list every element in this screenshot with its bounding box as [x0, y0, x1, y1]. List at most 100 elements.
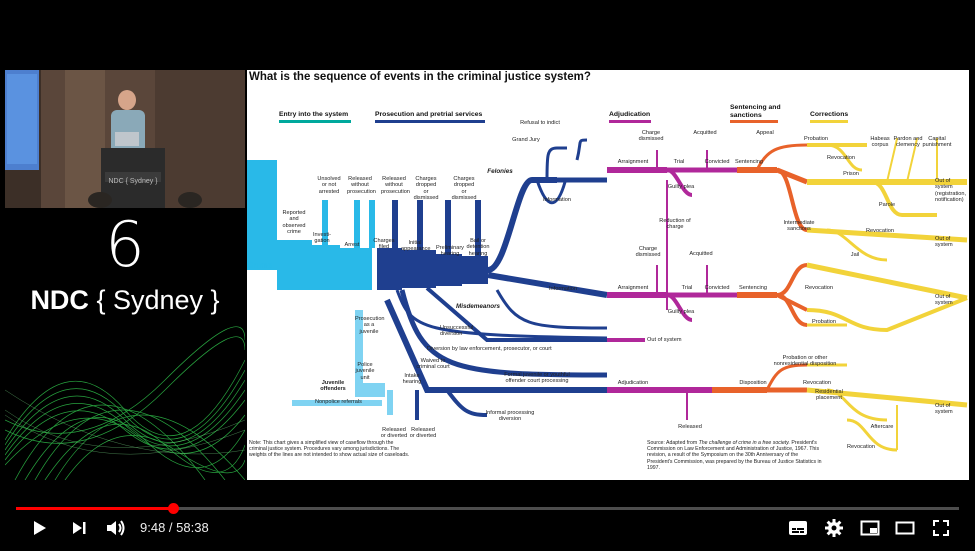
label-unsuccessful-diversion: Unsuccessful diversion — [440, 325, 474, 338]
label-arraignment-1: Arraignment — [617, 159, 649, 165]
volume-icon — [107, 520, 125, 536]
progress-bar[interactable] — [16, 503, 959, 514]
label-guilty-plea-1: Guilty plea — [667, 184, 695, 190]
chart-source-title: The challenge of crime in a free society… — [698, 440, 790, 446]
speaker-camera-image: NDC { Sydney } — [5, 70, 245, 208]
label-jail: Jail — [850, 252, 860, 258]
next-button[interactable] — [66, 515, 92, 541]
label-charges-dropped-2: Charges dropped or dismissed — [451, 176, 477, 201]
label-acquitted-1: Acquitted — [693, 130, 717, 136]
label-intake-hearing: Intake hearing — [402, 373, 422, 386]
label-prison: Prison — [843, 171, 859, 177]
label-formal-juvenile: Formal juvenile or youthful offender cou… — [504, 372, 570, 385]
label-reduction-of-charge: Reduction of charge — [659, 218, 691, 231]
chart-source-rest: President's Commission on Law Enforcemen… — [647, 440, 822, 471]
header-entry: Entry into the system — [279, 111, 349, 118]
header-prosecution-bar — [375, 120, 485, 123]
label-trial-1: Trial — [673, 159, 685, 165]
slide-title: What is the sequence of events in the cr… — [249, 71, 591, 83]
label-out-of-system-1: Out of system — [647, 337, 682, 343]
header-entry-bar — [279, 120, 351, 123]
label-sentencing-2: Sentencing — [739, 285, 767, 291]
label-reported: Reported and observed crime — [282, 210, 306, 235]
label-convicted-1: Convicted — [704, 159, 730, 165]
header-adjudication: Adjudication — [609, 111, 651, 118]
label-aftercare: Aftercare — [870, 424, 894, 430]
label-out-of-system-3: Out of system — [935, 294, 953, 307]
play-button[interactable] — [26, 515, 52, 541]
label-misdemeanors: Misdemeanors — [455, 303, 501, 310]
subtitles-icon — [789, 521, 807, 535]
label-released-1: Released without prosecution — [347, 176, 376, 195]
header-sentencing-bar — [730, 120, 778, 123]
fullscreen-button[interactable] — [927, 515, 955, 541]
label-unsolved: Unsolved or not arrested — [317, 176, 341, 195]
label-released-or-diverted-2: Released or diverted — [409, 427, 437, 440]
label-convicted-2: Convicted — [704, 285, 730, 291]
label-revocation-4: Revocation — [803, 380, 831, 386]
label-capital-punishment: Capital punishment — [922, 136, 952, 149]
header-corrections: Corrections — [810, 111, 849, 118]
arrest-block — [340, 248, 372, 290]
volume-button[interactable] — [102, 515, 130, 541]
bail-hearing-block — [462, 256, 488, 284]
label-investigation: Investi-gation — [312, 232, 332, 245]
crime-block — [247, 160, 277, 270]
investigation-block — [312, 245, 340, 290]
label-probation-other: Probation or other nonresidential dispos… — [773, 355, 837, 368]
label-released: Released — [678, 424, 702, 430]
label-disposition: Disposition — [739, 380, 767, 386]
chart-source: Source: Adapted from The challenge of cr… — [647, 440, 825, 471]
preliminary-hearing-block — [436, 254, 462, 286]
label-probation-2: Probation — [812, 319, 836, 325]
speaker-panel: NDC { Sydney } 6 NDC { Sydney } — [5, 70, 245, 480]
conference-brand: NDC — [30, 285, 89, 315]
fullscreen-icon — [933, 520, 949, 536]
label-intermediate-sanctions: Intermediate sanctions — [783, 220, 815, 233]
label-out-of-system-2: Out of system — [935, 236, 953, 249]
label-released-2: Released without prosecution — [381, 176, 410, 195]
speaker-camera-feed: NDC { Sydney } — [5, 70, 245, 208]
label-revocation-2: Revocation — [866, 228, 894, 234]
next-icon — [73, 522, 86, 534]
criminal-justice-flowchart — [247, 137, 968, 452]
label-pardon: Pardon and clemency — [893, 136, 923, 149]
label-sentencing-1: Sentencing — [735, 159, 763, 165]
time-display: 9:48 / 58:38 — [140, 520, 209, 535]
label-parole: Parole — [878, 202, 896, 208]
label-adjudication: Adjudication — [617, 380, 649, 386]
label-out-registration: Out of system (registration, notificatio… — [935, 178, 967, 203]
label-residential-placement: Residential placement — [815, 389, 843, 402]
label-revocation-5: Revocation — [847, 444, 875, 450]
label-appeal: Appeal — [756, 130, 774, 136]
label-informal-processing: Informal processing diversion — [485, 410, 535, 423]
header-corrections-bar — [810, 120, 848, 123]
label-police-juvenile-unit: Police juvenile unit — [355, 362, 375, 381]
subtitles-button[interactable] — [784, 515, 812, 541]
label-charge-dismissed-2: Charge dismissed — [635, 246, 661, 259]
podium-sign: NDC { Sydney } — [108, 178, 158, 185]
label-revocation-3: Revocation — [805, 285, 833, 291]
label-charges-dropped-1: Charges dropped or dismissed — [413, 176, 439, 201]
progress-played — [16, 507, 173, 510]
chart-note: Note: This chart gives a simplified view… — [249, 440, 410, 459]
header-sentencing: Sentencing and sanctions — [730, 104, 781, 119]
conference-logo: NDC { Sydney } — [5, 282, 245, 318]
theater-mode-button[interactable] — [891, 515, 919, 541]
label-habeas-corpus: Habeas corpus — [870, 136, 890, 149]
label-information-2: Information — [549, 286, 577, 292]
label-prosecution-juvenile: Prosecution as a juvenile — [355, 316, 385, 335]
label-grand-jury: Grand Jury — [512, 137, 540, 143]
label-released-or-diverted-1: Released or diverted — [380, 427, 408, 440]
label-probation-1: Probation — [804, 136, 828, 142]
label-guilty-plea-2: Guilty plea — [667, 309, 695, 315]
settings-icon — [825, 519, 843, 537]
settings-button[interactable] — [820, 515, 848, 541]
label-preliminary-hearing: Preliminary hearing — [436, 245, 464, 258]
header-prosecution: Prosecution and pretrial services — [375, 111, 483, 118]
charges-filed-block — [377, 248, 402, 290]
progress-scrubber[interactable] — [168, 503, 179, 514]
miniplayer-button[interactable] — [856, 515, 884, 541]
label-juvenile-offenders: Juvenile offenders — [320, 380, 346, 393]
